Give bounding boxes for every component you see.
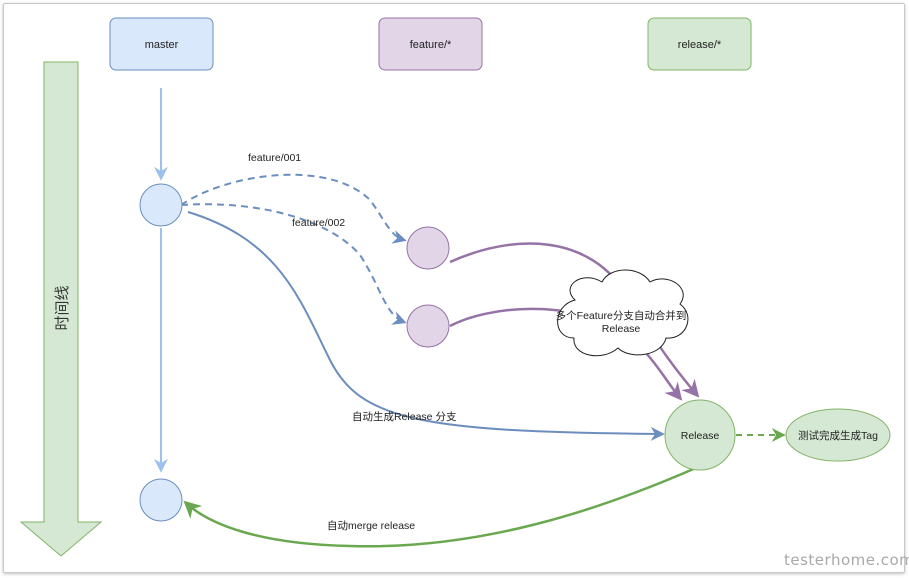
feature-001-label: feature/001 — [248, 152, 301, 164]
cloud-label-line2: Release — [602, 323, 641, 335]
master-header: master — [109, 17, 214, 71]
master-commit-node — [139, 183, 183, 227]
feature-002-label: feature/002 — [292, 217, 345, 229]
watermark: testerhome.com — [784, 551, 909, 569]
release-header-label: release/* — [678, 39, 722, 51]
cloud-label-line1: 多个Feature分支自动合并到 — [556, 309, 687, 322]
test-tag-label: 测试完成生成Tag — [798, 429, 878, 442]
merge-cloud — [557, 269, 689, 357]
feature-002-node — [406, 304, 450, 348]
test-tag-node — [785, 408, 891, 462]
feature-001-node — [406, 226, 450, 270]
auto-release-branch-arrow — [187, 211, 665, 441]
feature-header-label: feature/* — [410, 39, 452, 51]
timeline-arrow — [19, 61, 103, 557]
release-header: release/* — [647, 17, 752, 71]
timeline-label: 时间线 — [53, 285, 71, 330]
auto-release-branch-label: 自动生成Release 分支 — [352, 410, 457, 423]
master-header-label: master — [145, 39, 179, 51]
master-merge-node — [139, 478, 183, 522]
feature-header: feature/* — [378, 17, 483, 71]
release-node-label: Release — [681, 430, 720, 442]
feature-001-arrow — [180, 173, 407, 244]
auto-merge-release-arrow — [183, 465, 699, 548]
release-node — [664, 399, 736, 471]
auto-merge-release-label: 自动merge release — [327, 519, 415, 532]
diagram-frame — [3, 3, 905, 573]
